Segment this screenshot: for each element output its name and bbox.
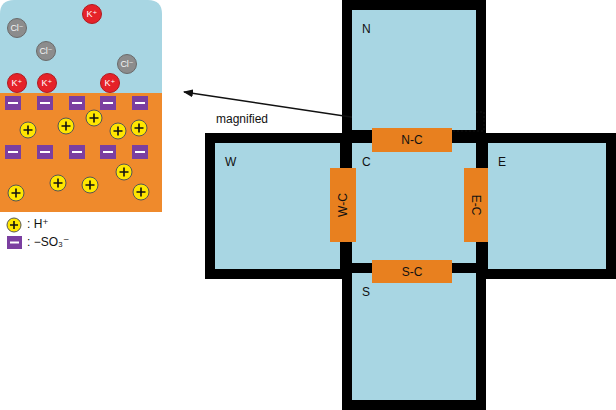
chamber: S xyxy=(352,273,476,400)
sulfonate-groups xyxy=(5,96,148,159)
membrane-label: N-C xyxy=(401,133,422,147)
ion-label: K⁺ xyxy=(87,10,98,19)
membrane: S-C xyxy=(372,260,452,283)
potassium-ion: K⁺ xyxy=(100,73,120,93)
proton-ions xyxy=(8,110,149,201)
potassium-ion: K⁺ xyxy=(7,73,27,93)
chloride-ion: Cl⁻ xyxy=(117,54,137,74)
chamber-label: E xyxy=(498,155,506,169)
ion-label: K⁺ xyxy=(42,79,53,88)
chamber-walls xyxy=(205,0,616,410)
chamber-label: W xyxy=(225,155,236,169)
ion-label: Cl⁻ xyxy=(120,60,133,69)
chamber: W xyxy=(215,143,340,269)
membrane-label: S-C xyxy=(402,265,423,279)
ion-label: K⁺ xyxy=(105,79,116,88)
ion-label: Cl⁻ xyxy=(10,24,23,33)
legend-text: : H⁺ xyxy=(27,217,49,231)
chamber-label: N xyxy=(362,22,371,36)
ion-label: K⁺ xyxy=(12,79,23,88)
annotation-label: magnified xyxy=(216,112,268,126)
potassium-ion: K⁺ xyxy=(37,73,57,93)
magnified-inset xyxy=(0,0,162,212)
legend-text: : −SO₃⁻ xyxy=(27,235,69,249)
membrane-label: E-C xyxy=(469,195,483,216)
membrane: E-C xyxy=(464,168,488,242)
chamber-label: S xyxy=(362,285,370,299)
membrane: N-C xyxy=(372,128,452,152)
chamber: N xyxy=(352,10,476,130)
chloride-ion: Cl⁻ xyxy=(36,41,56,61)
membrane: W-C xyxy=(330,168,356,242)
chamber: E xyxy=(488,143,606,269)
chamber: C xyxy=(352,143,476,263)
chamber-label: C xyxy=(362,155,371,169)
chloride-ion: Cl⁻ xyxy=(7,18,27,38)
membrane-label: W-C xyxy=(336,193,350,217)
ion-label: Cl⁻ xyxy=(39,47,52,56)
potassium-ion: K⁺ xyxy=(82,4,102,24)
magnify-arrow xyxy=(184,92,371,120)
legend-swatches xyxy=(7,218,22,249)
